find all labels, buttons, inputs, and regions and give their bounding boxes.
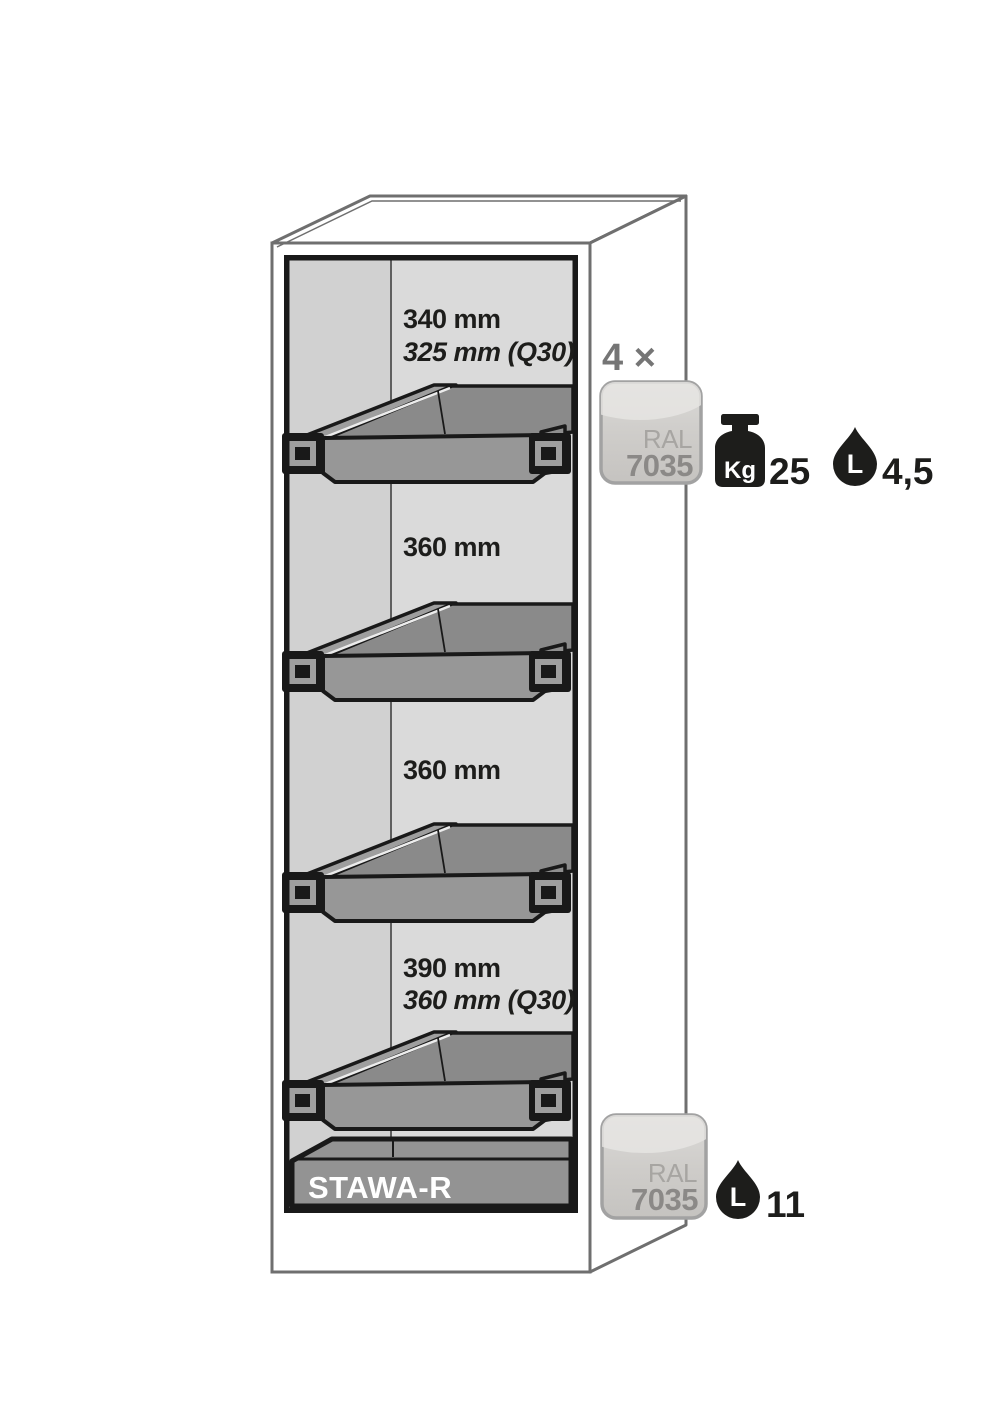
sump-label: STAWA-R (308, 1170, 452, 1205)
spacing-4-line1: 390 mm (403, 953, 501, 983)
spacing-3-line1: 360 mm (403, 755, 501, 785)
sump-tray: STAWA-R (289, 1136, 574, 1209)
shelf-volume: L 4,5 (833, 427, 933, 492)
ral-swatch-top-shine (601, 382, 701, 420)
shelf-volume-value: 4,5 (882, 451, 933, 492)
tray-count-label: 4 × (602, 337, 656, 379)
shelf-load-value: 25 (769, 451, 810, 492)
shelf-spacing-label-1: 340 mm 325 mm (Q30) (403, 304, 575, 367)
spacing-1-line2: 325 mm (Q30) (403, 337, 575, 367)
ral-prefix-label-bottom: RAL (648, 1158, 697, 1188)
cabinet-top-face-inner-line (276, 200, 681, 248)
ral-swatch-bottom-shine (602, 1115, 706, 1153)
ral-code-label-bottom: 7035 (631, 1182, 698, 1217)
ral-swatch-bottom: RAL 7035 (600, 1113, 708, 1220)
spacing-2-line1: 360 mm (403, 532, 501, 562)
sump-volume-value: 11 (766, 1184, 805, 1225)
ral-prefix-label-top: RAL (643, 424, 692, 454)
sump-body (289, 1136, 574, 1209)
shelf-spacing-label-4: 390 mm 360 mm (Q30) (403, 953, 575, 1015)
ral-code-label-top: 7035 (626, 448, 693, 483)
volume-unit-label-shelf: L (847, 449, 864, 479)
door-frame (284, 255, 578, 1213)
sump-volume: L 11 (716, 1160, 805, 1225)
weight-icon: Kg (715, 414, 765, 487)
shelf-spacing-label-3: 360 mm (403, 755, 501, 785)
spacing-1-line1: 340 mm (403, 304, 501, 334)
ral-swatch-top: RAL 7035 (599, 380, 703, 485)
shelf-spacing-label-2: 360 mm (403, 532, 501, 562)
spacing-4-line2: 360 mm (Q30) (403, 985, 575, 1015)
volume-unit-label-sump: L (730, 1182, 747, 1212)
weight-unit-label: Kg (724, 457, 756, 484)
